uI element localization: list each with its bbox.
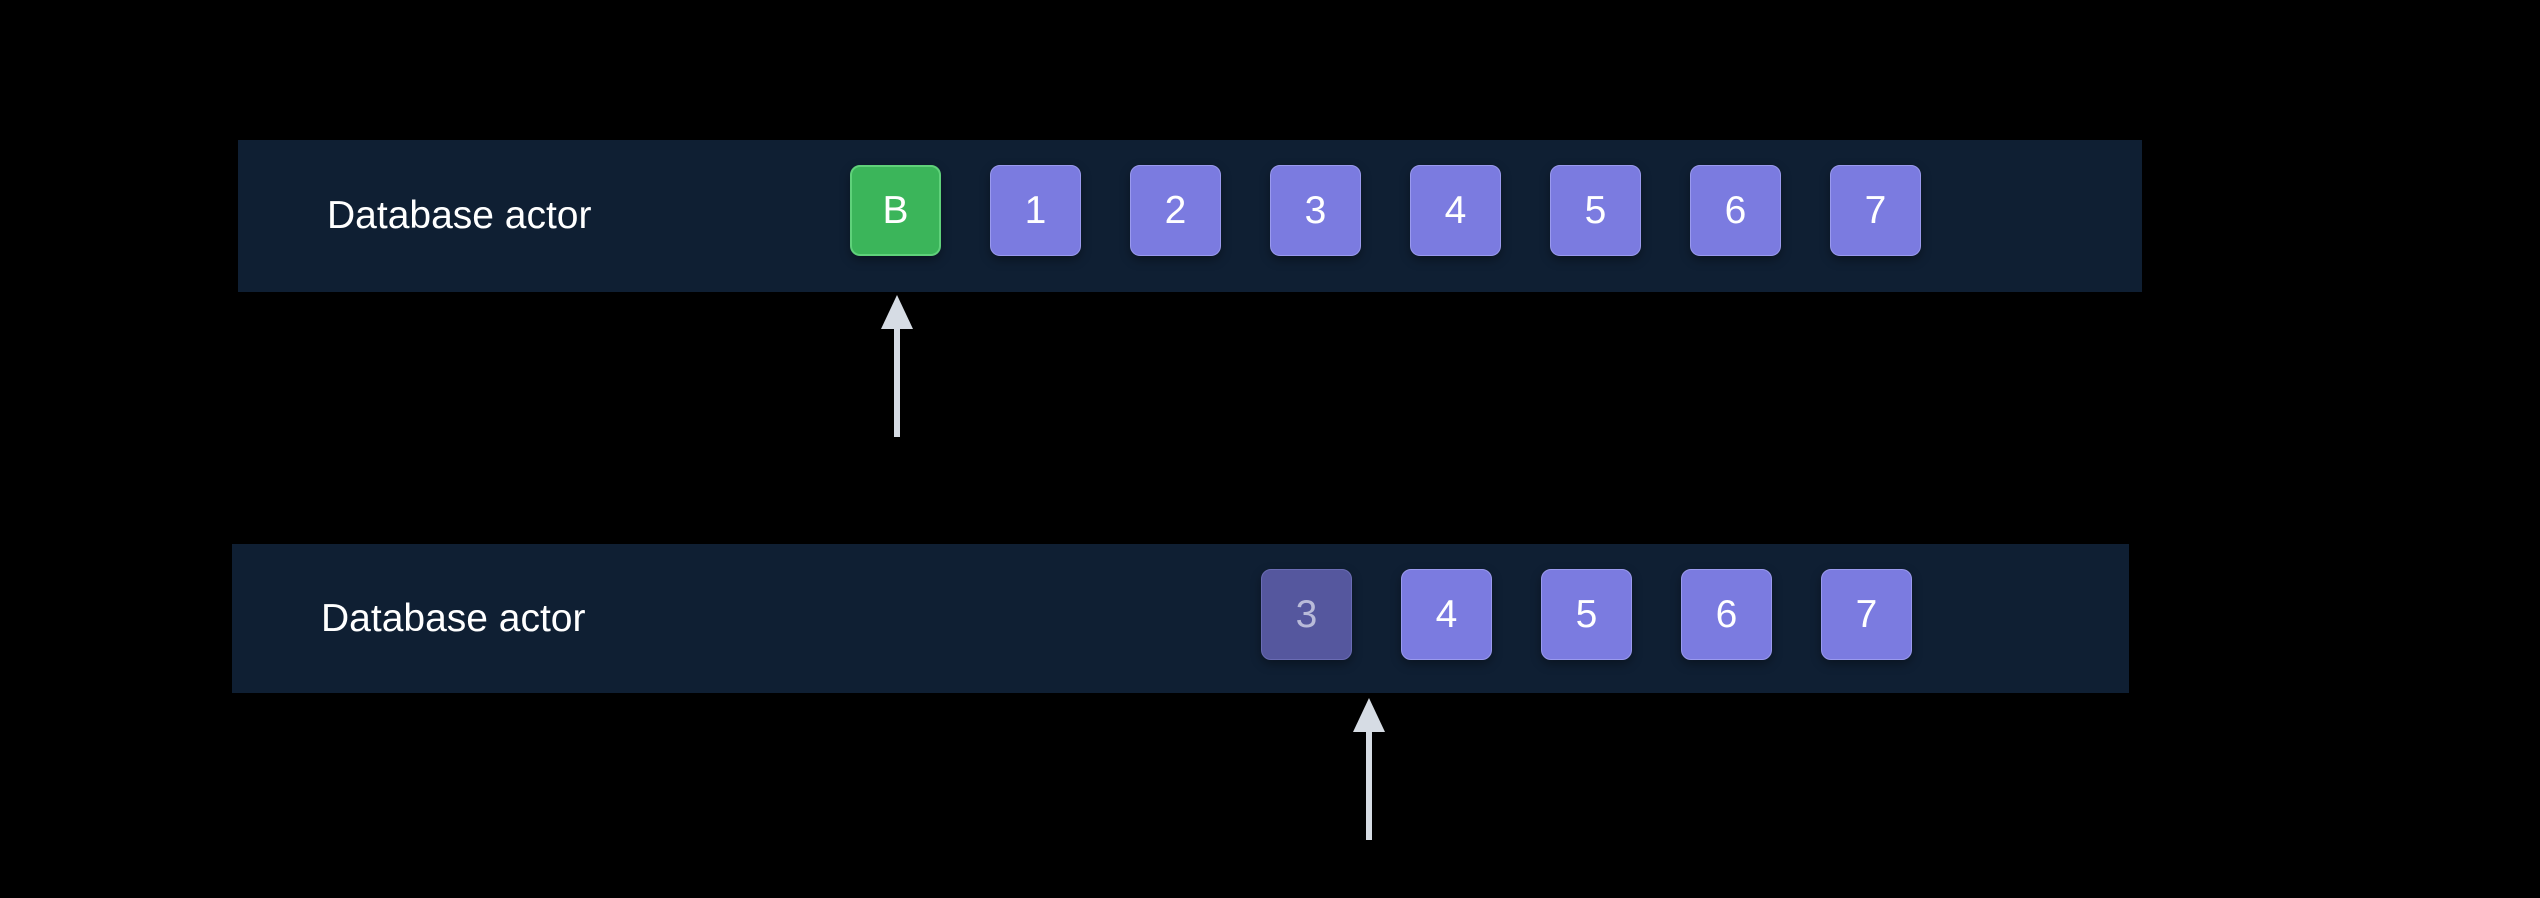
queued-task: 7 <box>1821 569 1912 660</box>
lane-label: Database actor <box>321 597 586 640</box>
queued-task: 7 <box>1830 165 1921 256</box>
up-arrow-icon <box>1353 698 1385 840</box>
lane-label: Database actor <box>327 194 592 237</box>
queued-task: 5 <box>1550 165 1641 256</box>
queued-task: 6 <box>1690 165 1781 256</box>
up-arrow-icon <box>881 295 913 437</box>
queued-task: 4 <box>1410 165 1501 256</box>
actor-lane-2: Database actor 3 4 5 6 7 <box>232 544 2129 693</box>
queued-task: 3 <box>1270 165 1361 256</box>
barrier-task: B <box>850 165 941 256</box>
actor-lane-1: Database actor B 1 2 3 4 5 6 7 <box>238 140 2142 292</box>
queued-task: 6 <box>1681 569 1772 660</box>
queued-task: 5 <box>1541 569 1632 660</box>
queued-task: 4 <box>1401 569 1492 660</box>
queued-task: 1 <box>990 165 1081 256</box>
queued-task: 2 <box>1130 165 1221 256</box>
running-task: 3 <box>1261 569 1352 660</box>
